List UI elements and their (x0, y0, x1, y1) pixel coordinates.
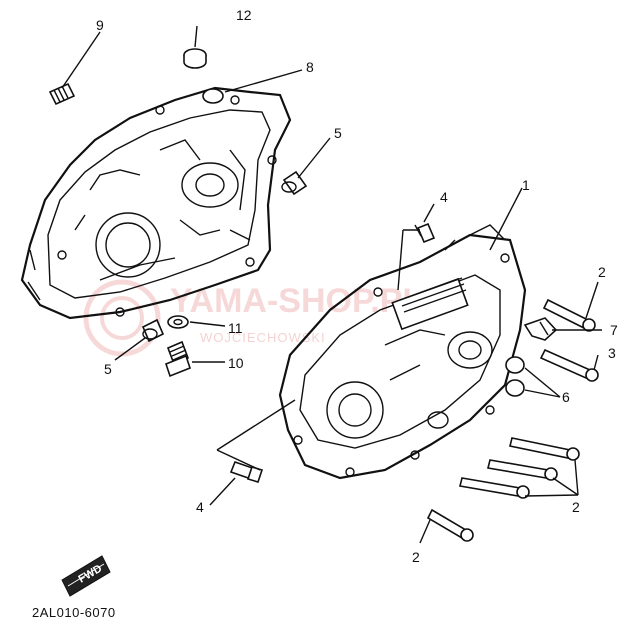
callout-2-bottom: 2 (412, 549, 420, 565)
part-collar-5-upper (281, 170, 308, 196)
watermark-logo (83, 279, 161, 357)
part-dowels-6 (505, 356, 525, 397)
left-crankcase (20, 86, 292, 320)
part-bolt-4-lower (229, 460, 264, 483)
part-drain-plug-10 (165, 340, 191, 378)
part-bolt-4-upper (414, 222, 436, 244)
callout-2-lower-right: 2 (572, 499, 580, 515)
part-clamp-7 (523, 317, 558, 341)
callout-11: 11 (228, 320, 243, 336)
part-collar-5-lower (141, 318, 165, 343)
part-pin-9 (48, 82, 76, 106)
callout-10: 10 (228, 355, 244, 371)
diagram-code: 2AL010-6070 (32, 605, 116, 620)
callout-4-lower: 4 (196, 499, 204, 515)
callout-4-upper: 4 (440, 189, 448, 205)
callout-8: 8 (306, 59, 314, 75)
callout-9: 9 (96, 17, 104, 33)
callout-5-lower: 5 (104, 361, 112, 377)
watermark: YAMA-SHOP.PL WOJCIECHOWSKI (83, 279, 423, 357)
part-bolt-3 (539, 348, 599, 382)
leader-lines (61, 25, 602, 544)
callout-5-upper: 5 (334, 125, 342, 141)
part-washer-11 (167, 315, 189, 329)
fwd-badge: FWD (61, 555, 111, 597)
watermark-brand: YAMA-SHOP.PL (170, 282, 423, 320)
callout-7: 7 (610, 322, 618, 338)
part-bolts-2 (426, 298, 596, 542)
callout-6: 6 (562, 389, 570, 405)
callout-3: 3 (608, 345, 616, 361)
part-cap-12 (183, 48, 207, 69)
callout-2-right: 2 (598, 264, 606, 280)
callout-12: 12 (236, 7, 252, 23)
callouts: 12 9 8 5 4 1 2 7 3 11 10 5 6 2 4 2 (96, 7, 618, 565)
watermark-sub: WOJCIECHOWSKI (200, 330, 326, 345)
callout-1: 1 (522, 177, 530, 193)
right-crankcase (278, 224, 527, 480)
